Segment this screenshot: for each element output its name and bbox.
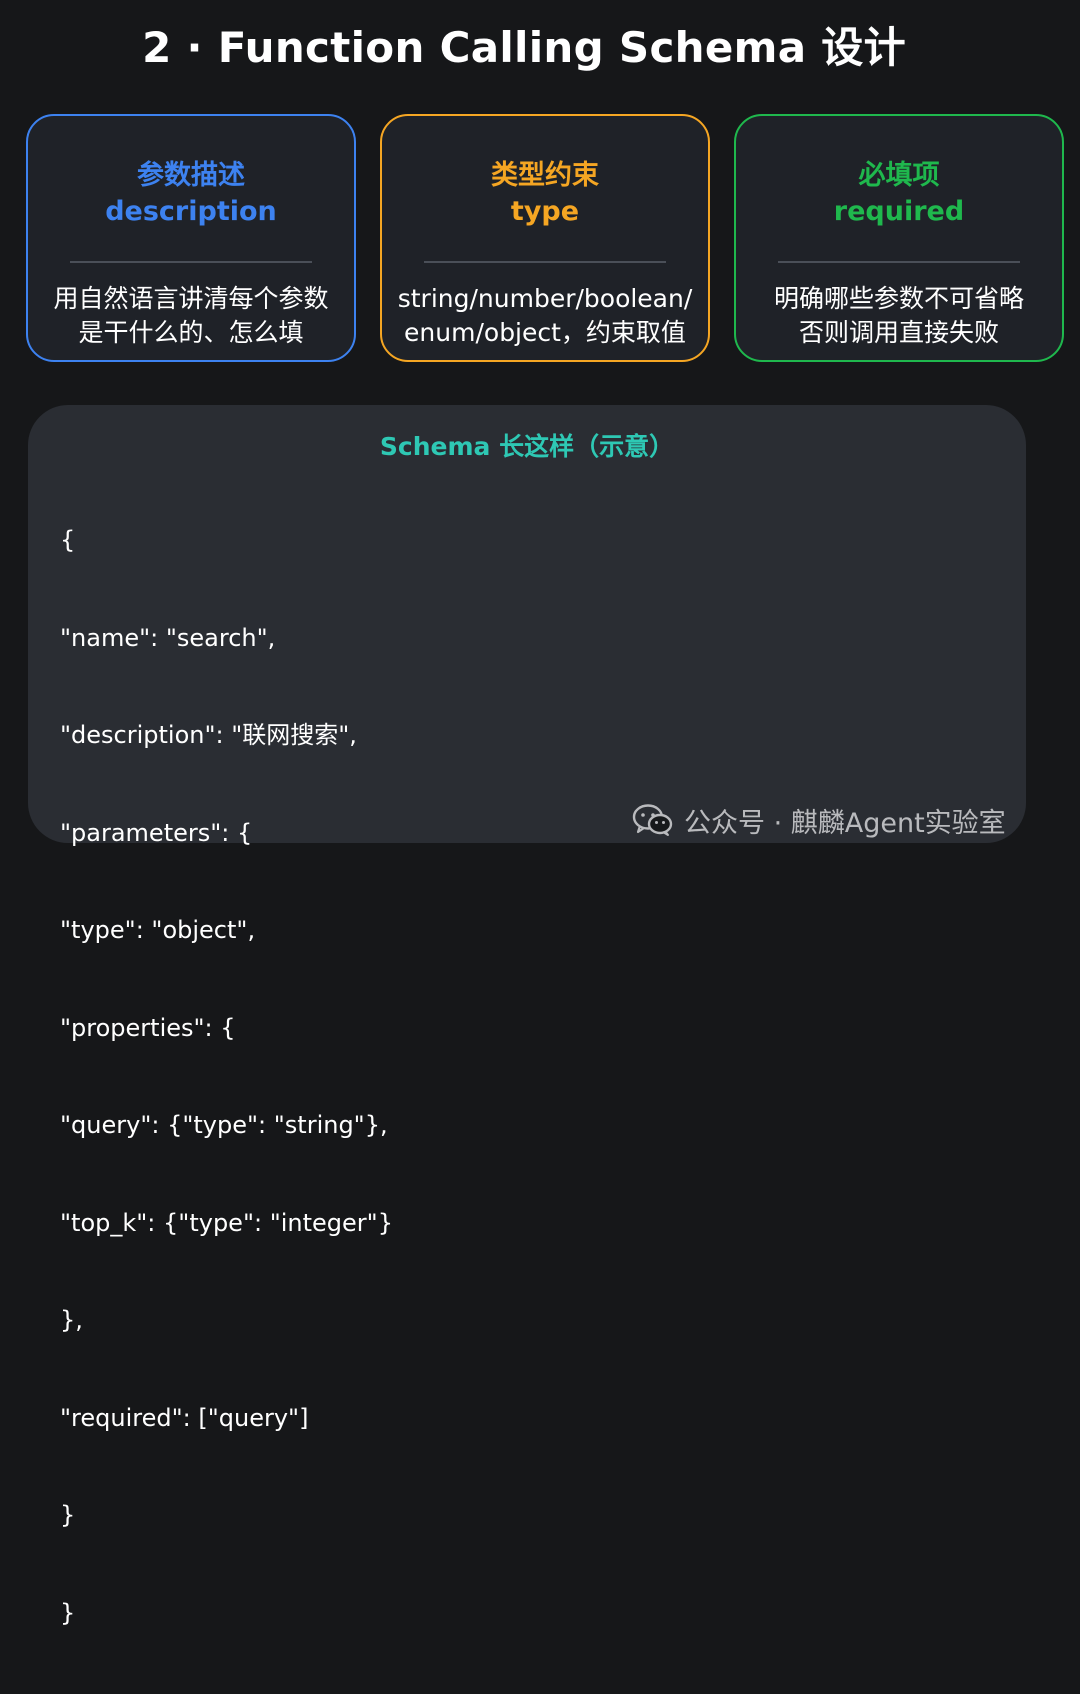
card-divider: [424, 261, 666, 263]
code-line: "query": {"type": "string"},: [60, 1111, 388, 1139]
code-line: "top_k": {"type": "integer"}: [60, 1208, 393, 1237]
card-heading-cn: 类型约束: [491, 160, 599, 191]
card-heading-en: description: [105, 196, 277, 227]
code-line: }: [60, 1598, 76, 1627]
card-desc: 用自然语言讲清每个参数 是干什么的、怎么填: [36, 282, 346, 350]
card-required: 必填项 required 明确哪些参数不可省略 否则调用直接失败: [734, 114, 1064, 362]
card-heading-cn: 必填项: [858, 160, 940, 191]
code-line: },: [60, 1306, 83, 1334]
card-description: 参数描述 description 用自然语言讲清每个参数 是干什么的、怎么填: [26, 114, 356, 362]
code-line: "name": "search",: [60, 623, 276, 652]
card-desc-line: enum/object，约束取值: [404, 318, 686, 347]
code-line: {: [60, 526, 76, 554]
card-desc-line: 是干什么的、怎么填: [78, 318, 304, 347]
watermark: 公众号 · 麒麟Agent实验室: [632, 800, 1006, 840]
code-line: "properties": {: [60, 1013, 236, 1042]
wechat-icon: [632, 804, 673, 836]
card-heading: 类型约束 type: [382, 158, 708, 230]
card-desc-line: string/number/boolean/: [397, 284, 693, 313]
concept-cards: 参数描述 description 用自然语言讲清每个参数 是干什么的、怎么填 类…: [26, 114, 1068, 364]
card-desc: 明确哪些参数不可省略 否则调用直接失败: [744, 282, 1054, 350]
schema-panel: Schema 长这样（示意） { "name": "search", "desc…: [28, 405, 1026, 1627]
page-title: 2 · Function Calling Schema 设计: [142, 23, 906, 72]
card-desc-line: 否则调用直接失败: [798, 318, 999, 347]
code-line: "type": "object",: [60, 916, 256, 944]
card-heading: 参数描述 description: [28, 158, 354, 230]
watermark-text: 公众号 · 麒麟Agent实验室: [684, 807, 1006, 839]
code-line: "description": "联网搜索",: [60, 721, 357, 749]
card-divider: [778, 261, 1020, 263]
card-heading-en: type: [510, 196, 580, 227]
card-heading: 必填项 required: [736, 158, 1062, 230]
schema-code: { "name": "search", "description": "联网搜索…: [60, 459, 393, 1694]
schema-title: Schema 长这样（示意）: [379, 432, 675, 461]
code-line: "required": ["query"]: [60, 1403, 309, 1432]
card-heading-en: required: [833, 196, 965, 227]
code-line: }: [60, 1501, 76, 1529]
code-line: "parameters": {: [60, 818, 253, 847]
card-desc-line: 用自然语言讲清每个参数: [53, 284, 329, 313]
card-divider: [70, 261, 312, 263]
card-desc: string/number/boolean/ enum/object，约束取值: [390, 282, 700, 350]
card-heading-cn: 参数描述: [137, 160, 245, 191]
card-type: 类型约束 type string/number/boolean/ enum/ob…: [380, 114, 710, 362]
card-desc-line: 明确哪些参数不可省略: [773, 284, 1024, 313]
